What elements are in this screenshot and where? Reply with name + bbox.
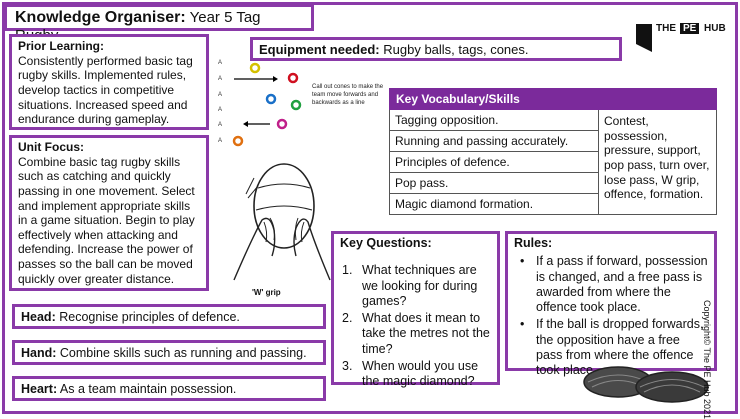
green-cone-icon <box>290 99 302 111</box>
key-questions-box: Key Questions: 1.What techniques are we … <box>331 231 500 388</box>
player-letter: A <box>218 92 223 98</box>
vocab-cell: Magic diamond formation. <box>389 193 599 215</box>
yellow-cone-icon <box>249 62 261 74</box>
table-row: Tagging opposition. Contest, possession,… <box>389 109 717 215</box>
head-label: Head: <box>21 310 56 324</box>
rules-label: Rules: <box>514 236 553 250</box>
equipment-label: Equipment needed: <box>259 42 380 57</box>
pe-hub-logo: THE PE HUB <box>634 22 726 54</box>
list-item: 3.When would you use the magic diamond? <box>342 358 479 388</box>
key-questions-list: 1.What techniques are we looking for dur… <box>340 263 491 389</box>
page-title: Knowledge Organiser: Year 5 Tag Rugby <box>4 4 314 44</box>
head-box: Head: Recognise principles of defence. <box>12 304 326 329</box>
copyright-text: Copyright© The PE Hub 2021 <box>702 300 712 419</box>
table-row: Magic diamond formation. <box>389 193 717 215</box>
vocab-cell: Principles of defence. <box>389 151 599 173</box>
list-item: 2.What does it mean to take the metres n… <box>342 311 490 356</box>
w-grip-label: 'W' grip <box>252 288 281 297</box>
unit-focus-text: Combine basic tag rugby skills such as c… <box>18 154 195 286</box>
vocab-table: Key Vocabulary/Skills Tagging opposition… <box>389 88 717 215</box>
heart-label: Heart: <box>21 382 58 396</box>
key-questions-label: Key Questions: <box>340 236 432 250</box>
list-item: If the ball is dropped forwards, the opp… <box>514 317 708 378</box>
vocab-cell: Tagging opposition. <box>389 109 599 131</box>
head-text: Recognise principles of defence. <box>59 310 240 324</box>
equipment-text: Rugby balls, tags, cones. <box>383 42 529 57</box>
rugby-balls-icon <box>583 366 709 403</box>
vocab-keywords: Contest, possession, pressure, support, … <box>598 109 717 215</box>
player-letter: A <box>218 76 223 82</box>
list-item: If a pass if forward, possession is chan… <box>514 254 708 315</box>
vocab-cell: Running and passing accurately. <box>389 130 599 152</box>
prior-learning-label: Prior Learning: <box>18 39 105 53</box>
table-row: Principles of defence. <box>389 151 717 173</box>
hand-label: Hand: <box>21 346 57 360</box>
rules-list: If a pass if forward, possession is chan… <box>514 254 708 378</box>
vocab-title: Key Vocabulary/Skills <box>389 88 717 110</box>
page-frame <box>2 2 738 414</box>
rules-box: Rules: If a pass if forward, possession … <box>505 231 717 377</box>
equipment-box: Equipment needed: Rugby balls, tags, con… <box>250 37 622 61</box>
unit-focus-box: Unit Focus: Combine basic tag rugby skil… <box>9 135 209 291</box>
player-letter: A <box>218 60 223 66</box>
blue-cone-icon <box>265 93 277 105</box>
player-letter: A <box>218 122 223 128</box>
table-row: Running and passing accurately. <box>389 130 717 152</box>
vocab-header-row: Key Vocabulary/Skills <box>389 88 717 110</box>
orange-cone-icon <box>232 135 244 147</box>
player-letter: A <box>218 107 223 113</box>
title-label: Knowledge Organiser: <box>15 9 186 26</box>
heart-text: As a team maintain possession. <box>59 382 237 396</box>
diagram-note: Call out cones to make the team move for… <box>312 84 384 106</box>
hand-box: Hand: Combine skills such as running and… <box>12 340 326 365</box>
logo-text-hub: HUB <box>704 23 726 34</box>
unit-focus-label: Unit Focus: <box>18 140 84 154</box>
w-grip-illustration <box>233 163 331 281</box>
logo-text-the: THE <box>656 23 676 34</box>
prior-learning-box: Prior Learning: Consistently performed b… <box>9 34 209 130</box>
prior-learning-text: Consistently performed basic tag rugby s… <box>18 53 193 127</box>
red-cone-icon <box>287 72 299 84</box>
cones-and-arrows <box>232 62 302 147</box>
pink-cone-icon <box>276 118 288 130</box>
logo-text-pe: PE <box>680 23 700 34</box>
list-item: 1.What techniques are we looking for dur… <box>342 263 478 308</box>
vocab-cell: Pop pass. <box>389 172 599 194</box>
heart-box: Heart: As a team maintain possession. <box>12 376 326 401</box>
player-letter: A <box>218 138 223 144</box>
hand-text: Combine skills such as running and passi… <box>59 346 307 360</box>
